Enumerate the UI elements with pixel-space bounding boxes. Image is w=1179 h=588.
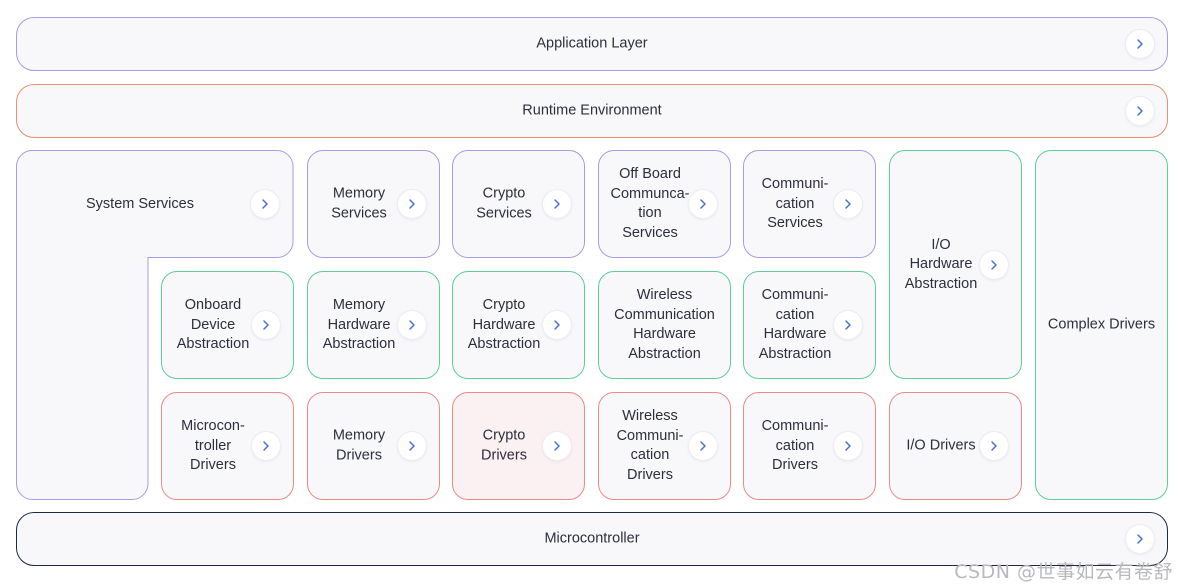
communication-drivers-label: Communi- cation Drivers — [761, 417, 829, 473]
chevron-right-icon[interactable] — [543, 311, 571, 339]
crypto-drivers-box[interactable]: Crypto Drivers — [452, 392, 585, 500]
application-layer-box[interactable]: Application Layer — [16, 17, 1168, 71]
microcontroller-drivers-box[interactable]: Microcon- troller Drivers — [161, 392, 294, 500]
microcontroller-drivers-label: Microcon- troller Drivers — [181, 417, 245, 473]
chevron-right-icon[interactable] — [1126, 30, 1154, 58]
memory-services-box[interactable]: Memory Services — [307, 150, 440, 258]
io-drivers-box[interactable]: I/O Drivers — [889, 392, 1022, 500]
microcontroller-label: Microcontroller — [544, 530, 640, 547]
io-hardware-abstraction-label: I/O Hardware Abstraction — [904, 236, 978, 292]
complex-drivers-label: Complex Drivers — [1047, 316, 1156, 333]
chevron-right-icon[interactable] — [1126, 525, 1154, 553]
chevron-right-icon[interactable] — [689, 190, 717, 218]
memory-hardware-abstraction-box[interactable]: Memory Hardware Abstraction — [307, 271, 440, 379]
memory-drivers-box[interactable]: Memory Drivers — [307, 392, 440, 500]
onboard-device-abstraction-label: Onboard Device Abstraction — [176, 296, 250, 352]
crypto-drivers-label: Crypto Drivers — [481, 427, 527, 464]
wireless-communication-drivers-box[interactable]: Wireless Communi- cation Drivers — [598, 392, 731, 500]
chevron-right-icon[interactable] — [543, 432, 571, 460]
off-board-communication-services-label: Off Board Communca- tion Services — [610, 166, 690, 241]
onboard-device-abstraction-box[interactable]: Onboard Device Abstraction — [161, 271, 294, 379]
system-services-label: System Services — [86, 196, 194, 212]
chevron-right-icon[interactable] — [252, 311, 280, 339]
wireless-communication-hardware-abstraction-label: Wireless Communication Hardware Abstract… — [614, 287, 715, 362]
chevron-right-icon[interactable] — [980, 432, 1008, 460]
memory-drivers-label: Memory Drivers — [332, 427, 386, 464]
complex-drivers-box[interactable]: Complex Drivers — [1035, 150, 1168, 500]
chevron-right-icon[interactable] — [689, 432, 717, 460]
application-layer-label: Application Layer — [536, 35, 648, 52]
memory-services-label: Memory Services — [331, 185, 387, 222]
crypto-services-label: Crypto Services — [476, 185, 532, 222]
crypto-hardware-abstraction-box[interactable]: Crypto Hardware Abstraction — [452, 271, 585, 379]
off-board-communication-services-box[interactable]: Off Board Communca- tion Services — [598, 150, 731, 258]
chevron-right-icon[interactable] — [1126, 97, 1154, 125]
communication-services-box[interactable]: Communi- cation Services — [743, 150, 876, 258]
communication-hardware-abstraction-box[interactable]: Communi- cation Hardware Abstraction — [743, 271, 876, 379]
io-drivers-label: I/O Drivers — [906, 437, 976, 454]
communication-drivers-box[interactable]: Communi- cation Drivers — [743, 392, 876, 500]
wireless-communication-drivers-label: Wireless Communi- cation Drivers — [616, 408, 684, 483]
wireless-communication-hardware-abstraction-box[interactable]: Wireless Communication Hardware Abstract… — [598, 271, 731, 379]
chevron-right-icon[interactable] — [398, 432, 426, 460]
communication-services-label: Communi- cation Services — [761, 175, 829, 231]
chevron-right-icon[interactable] — [398, 311, 426, 339]
memory-hardware-abstraction-label: Memory Hardware Abstraction — [322, 296, 396, 352]
chevron-right-icon[interactable] — [398, 190, 426, 218]
communication-hardware-abstraction-label: Communi- cation Hardware Abstraction — [758, 287, 832, 362]
crypto-hardware-abstraction-label: Crypto Hardware Abstraction — [467, 296, 541, 352]
runtime-environment-box[interactable]: Runtime Environment — [16, 84, 1168, 138]
chevron-right-icon[interactable] — [834, 311, 862, 339]
chevron-right-icon[interactable] — [834, 190, 862, 218]
chevron-right-icon[interactable] — [543, 190, 571, 218]
io-hardware-abstraction-box[interactable]: I/O Hardware Abstraction — [889, 150, 1022, 379]
runtime-environment-label: Runtime Environment — [522, 102, 662, 119]
watermark: CSDN @世事如云有卷舒 — [954, 561, 1173, 583]
chevron-right-icon[interactable] — [251, 190, 279, 218]
crypto-services-box[interactable]: Crypto Services — [452, 150, 585, 258]
chevron-right-icon[interactable] — [252, 432, 280, 460]
microcontroller-box[interactable]: Microcontroller — [16, 512, 1168, 566]
chevron-right-icon[interactable] — [834, 432, 862, 460]
chevron-right-icon[interactable] — [980, 251, 1008, 279]
